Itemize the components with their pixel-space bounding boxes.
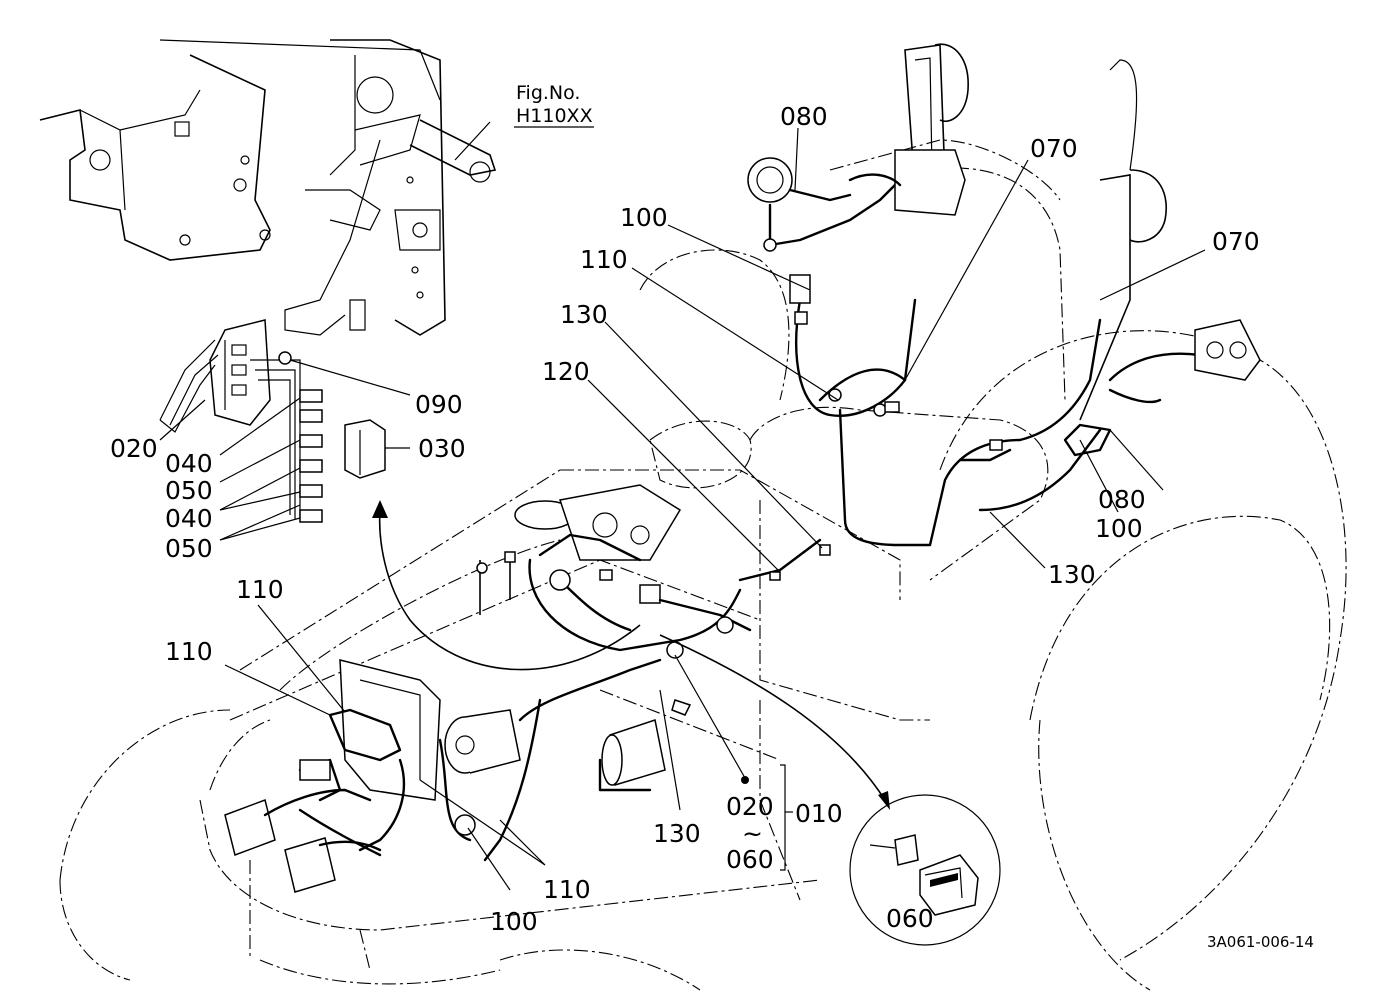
fuse-box-assembly [159, 319, 386, 523]
callout-070: 070 [1212, 227, 1260, 256]
callout-040: 040 [165, 449, 213, 478]
callout-100: 100 [490, 907, 538, 936]
callout-010: 010 [795, 799, 843, 828]
engine-components [224, 641, 692, 893]
callout-100: 100 [1095, 514, 1143, 543]
callout-110: 110 [543, 875, 591, 904]
callout-090: 090 [415, 390, 463, 419]
callout-labels: 080 070 070 100 110 130 120 090 030 020 … [110, 102, 1260, 936]
callout-110: 110 [165, 637, 213, 666]
bracket-detail [39, 39, 497, 336]
callout-020: 020 [110, 434, 158, 463]
fuse-column [299, 389, 323, 523]
switch-inset [849, 794, 1001, 946]
drawing-code: 3A061-006-14 [1207, 933, 1314, 951]
callout-070: 070 [1030, 134, 1078, 163]
callout-range-tilde: ~ [742, 819, 763, 848]
callout-130: 130 [560, 300, 608, 329]
figure-reference: Fig.No. H110XX [514, 82, 594, 128]
callout-050: 050 [165, 534, 213, 563]
rops-frame [904, 43, 1167, 421]
rear-harness [738, 149, 1261, 582]
callout-080: 080 [1098, 485, 1146, 514]
figure-number: H110XX [516, 105, 593, 127]
callout-130: 130 [653, 819, 701, 848]
callout-110: 110 [236, 575, 284, 604]
callout-130: 130 [1048, 560, 1096, 589]
flow-arrows [372, 500, 890, 810]
callout-040: 040 [165, 504, 213, 533]
dashboard-harness [476, 484, 752, 652]
callout-060: 060 [886, 904, 934, 933]
callout-050: 050 [165, 476, 213, 505]
callout-120: 120 [542, 357, 590, 386]
callout-080: 080 [780, 102, 828, 131]
tractor-outline [59, 139, 1347, 991]
leader-lines [159, 121, 1206, 891]
figure-caption: Fig.No. [516, 82, 580, 104]
callout-030: 030 [418, 434, 466, 463]
callout-060: 060 [726, 845, 774, 874]
callout-020: 020 [726, 792, 774, 821]
callout-100: 100 [620, 203, 668, 232]
callout-110: 110 [580, 245, 628, 274]
